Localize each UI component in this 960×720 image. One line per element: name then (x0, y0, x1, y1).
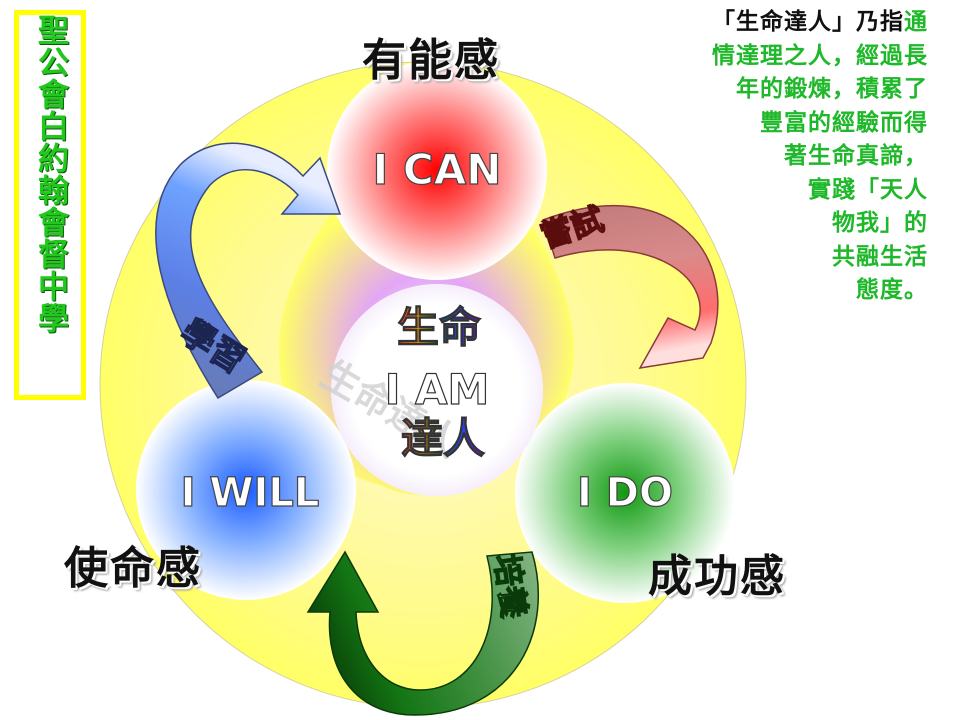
i-will-text: I WILL (181, 470, 320, 516)
nurture-arrow (306, 550, 540, 716)
definition-quote: 「生命達人」乃指 (712, 9, 904, 35)
i-can-label: 有能感 (362, 35, 500, 86)
definition-line-5: 實踐「天人 (808, 176, 928, 203)
definition-line-3: 豐富的經驗而得 (760, 109, 928, 136)
i-can-text: I CAN (373, 145, 502, 194)
try-arrow (542, 204, 719, 369)
definition-line-2: 年的鍛煉，積累了 (736, 76, 928, 102)
definition-line-1: 情達理之人，經過長 (712, 42, 928, 69)
i-do-text: I DO (577, 470, 673, 516)
center-top-text: 生命 (397, 303, 481, 352)
definition-line-6: 物我」的 (832, 210, 928, 236)
definition-line-0: 「生命達人」乃指通 (612, 6, 928, 40)
i-will-label: 使命感 (64, 543, 202, 594)
definition-line-4: 著生命真諦， (784, 143, 928, 169)
i-do-label: 成功感 (648, 551, 786, 602)
i-can-circle (327, 60, 547, 280)
definition-word: 通 (904, 9, 928, 35)
i-do-circle (515, 383, 735, 603)
school-name-box (14, 10, 86, 400)
definition-text: 「生命達人」乃指通 情達理之人，經過長 年的鍛煉，積累了 豐富的經驗而得 著生命… (612, 6, 928, 308)
i-will-circle (136, 380, 356, 600)
center-mid-text: I AM (385, 365, 490, 414)
school-name: 聖公會白約翰會督中學 (32, 14, 68, 334)
learn-arrow (155, 142, 342, 400)
center-circle (331, 284, 543, 496)
center-bottom-text: 達人 (401, 414, 485, 463)
definition-line-7: 共融生活 (832, 243, 928, 270)
definition-line-8: 態度。 (856, 277, 928, 303)
